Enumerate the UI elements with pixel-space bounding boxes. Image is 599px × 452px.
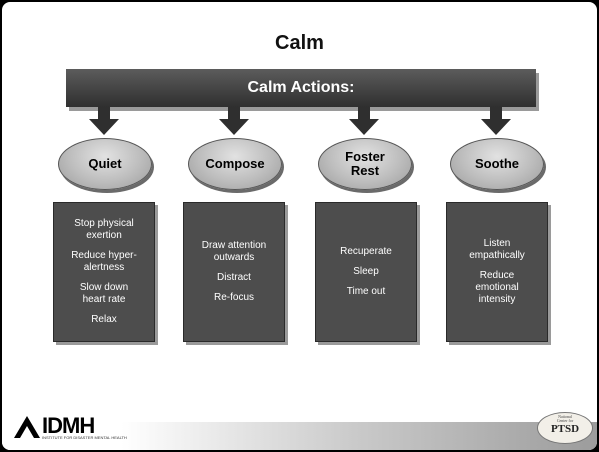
action-item: Listen empathically [469,238,525,261]
action-item: Relax [91,314,117,325]
ptsd-logo: National Center for PTSD [537,412,593,444]
ptsd-logo-small-text: National Center for [556,414,574,423]
action-item: Reduce hyper- alertness [71,250,137,273]
action-oval-compose: Compose [188,138,282,190]
down-arrow-icon [219,107,249,135]
idmh-logo: IDMH INSTITUTE FOR DISASTER MENTAL HEALT… [14,413,127,443]
idmh-mark-icon [14,416,40,438]
idmh-logo-text: IDMH [42,413,95,438]
action-item: Distract [217,272,251,283]
action-oval-quiet: Quiet [58,138,152,190]
action-item: Re-focus [213,292,254,303]
action-box-quiet: Stop physical exertion Reduce hyper- ale… [53,202,155,342]
action-item: Stop physical exertion [74,218,134,241]
action-item: Recuperate [340,246,392,257]
down-arrow-icon [349,107,379,135]
idmh-logo-subtext: INSTITUTE FOR DISASTER MENTAL HEALTH [42,435,127,440]
action-box-compose: Draw attention outwards Distract Re-focu… [183,202,285,342]
action-oval-soothe: Soothe [450,138,544,190]
action-item: Reduce emotional intensity [475,270,519,305]
calm-actions-banner: Calm Actions: [66,69,536,107]
ptsd-logo-text: PTSD [550,423,580,435]
action-item: Draw attention outwards [201,240,267,263]
action-box-foster-rest: Recuperate Sleep Time out [315,202,417,342]
action-item: Time out [346,286,386,297]
action-oval-foster-rest: Foster Rest [318,138,412,190]
action-item: Sleep [353,266,379,277]
action-box-soothe: Listen empathically Reduce emotional int… [446,202,548,342]
slide-title: Calm [275,32,324,54]
down-arrow-icon [481,107,511,135]
ptsd-logo-oval [537,412,593,444]
down-arrow-icon [89,107,119,135]
footer-bar [2,422,597,450]
action-item: Slow down heart rate [79,282,129,305]
